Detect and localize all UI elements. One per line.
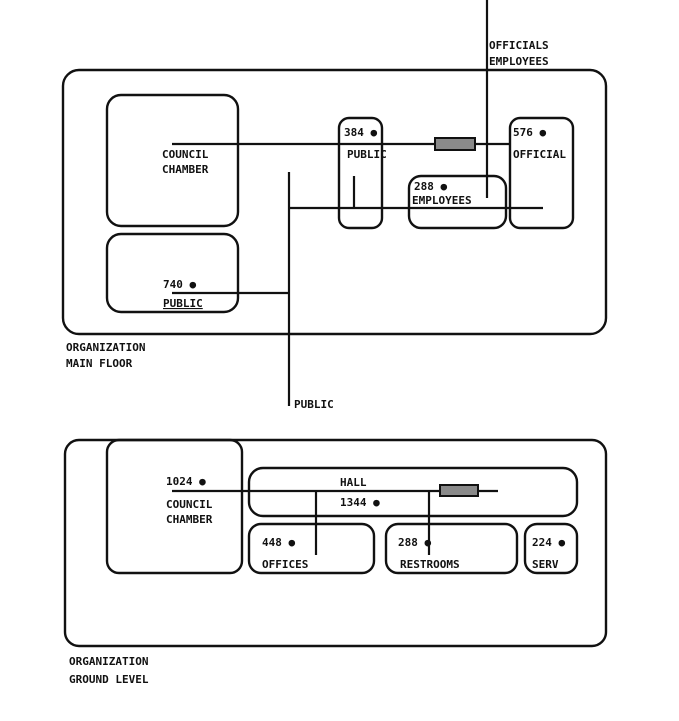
ground-chamber-area: 1024 ● — [166, 475, 206, 488]
official-area: 576 ● — [513, 126, 546, 139]
ground-chamber-label-1: COUNCIL — [166, 498, 213, 511]
entry-top-label-2: EMPLOYEES — [489, 55, 549, 68]
ground-level-caption-1: ORGANIZATION — [69, 655, 148, 668]
public-counter-area: 384 ● — [344, 126, 377, 139]
main-elevator-icon — [434, 137, 476, 151]
hall-area: 1344 ● — [340, 496, 380, 509]
ground-chamber-label-2: CHAMBER — [166, 513, 213, 526]
entry-top-label-1: OFFICIALS — [489, 39, 549, 52]
main-floor-caption-1: ORGANIZATION — [66, 341, 145, 354]
public-counter-room — [337, 116, 384, 230]
ground-level-group: 1024 ● COUNCIL CHAMBER HALL 1344 ● 448 ●… — [63, 438, 608, 686]
offices-area: 448 ● — [262, 536, 295, 549]
council-chamber-label-1: COUNCIL — [162, 148, 209, 161]
serv-name: SERV — [532, 558, 559, 571]
official-name: OFFICIAL — [513, 148, 566, 161]
main-floor-caption-2: MAIN FLOOR — [66, 357, 133, 370]
hall-name: HALL — [340, 476, 367, 489]
ground-council-chamber-room — [105, 438, 244, 575]
employees-area: 288 ● — [414, 180, 447, 193]
official-room — [508, 116, 575, 230]
public-lobby-area: 740 ● — [163, 278, 196, 291]
public-lobby-room — [105, 232, 240, 314]
ground-level-outline — [63, 438, 608, 648]
council-chamber-room — [105, 93, 240, 228]
employees-room — [407, 174, 508, 230]
restrooms-name: RESTROOMS — [400, 558, 460, 571]
main-floor-outline — [61, 68, 608, 336]
entry-bottom-label: PUBLIC — [294, 398, 334, 411]
public-lobby-name: PUBLIC — [163, 297, 203, 310]
main-floor-group: COUNCIL CHAMBER 740 ● PUBLIC 384 ● PUBLI… — [61, 0, 608, 411]
council-chamber-label-2: CHAMBER — [162, 163, 209, 176]
employees-name: EMPLOYEES — [412, 194, 472, 207]
public-counter-name: PUBLIC — [347, 148, 387, 161]
serv-room — [523, 522, 579, 575]
ground-elevator-icon — [439, 484, 479, 497]
offices-name: OFFICES — [262, 558, 308, 571]
ground-level-caption-2: GROUND LEVEL — [69, 673, 149, 686]
restrooms-area: 288 ● — [398, 536, 431, 549]
restrooms-room — [384, 522, 519, 575]
offices-room — [247, 522, 376, 575]
serv-area: 224 ● — [532, 536, 565, 549]
